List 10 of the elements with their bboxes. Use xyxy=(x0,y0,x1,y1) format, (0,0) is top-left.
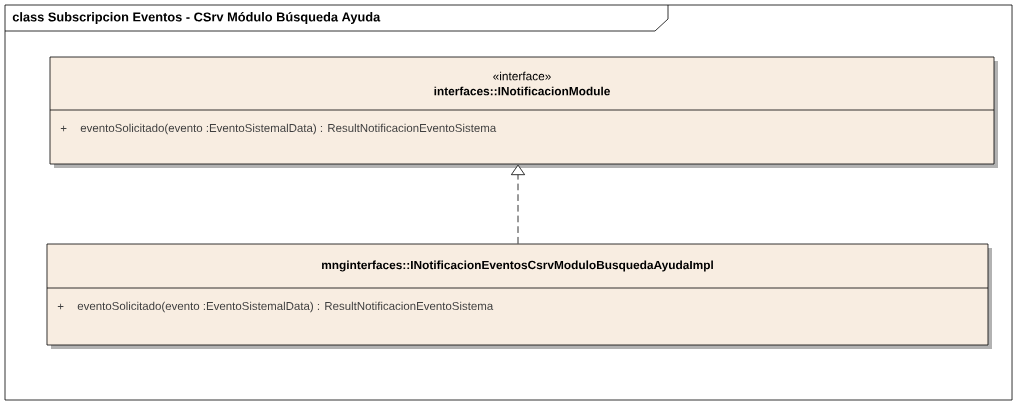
class-name: interfaces::INotificacionModule xyxy=(434,86,610,96)
class-box xyxy=(49,56,998,168)
operation-text: eventoSolicitado(evento :EventoSistemalData) : ResultNotificacionEventoSistema xyxy=(80,123,497,135)
class-box xyxy=(46,243,992,349)
stereotype-label: «interface» xyxy=(493,71,551,81)
visibility-mark: + xyxy=(60,125,67,132)
class-name: mnginterfaces::INotificacionEventosCsrvModuloBusquedaAyudaImpl xyxy=(322,260,713,272)
visibility-mark: + xyxy=(57,303,64,310)
realization-arrow xyxy=(510,164,526,244)
operation-text: eventoSolicitado(evento :EventoSistemalData) : ResultNotificacionEventoSistema xyxy=(77,301,494,313)
